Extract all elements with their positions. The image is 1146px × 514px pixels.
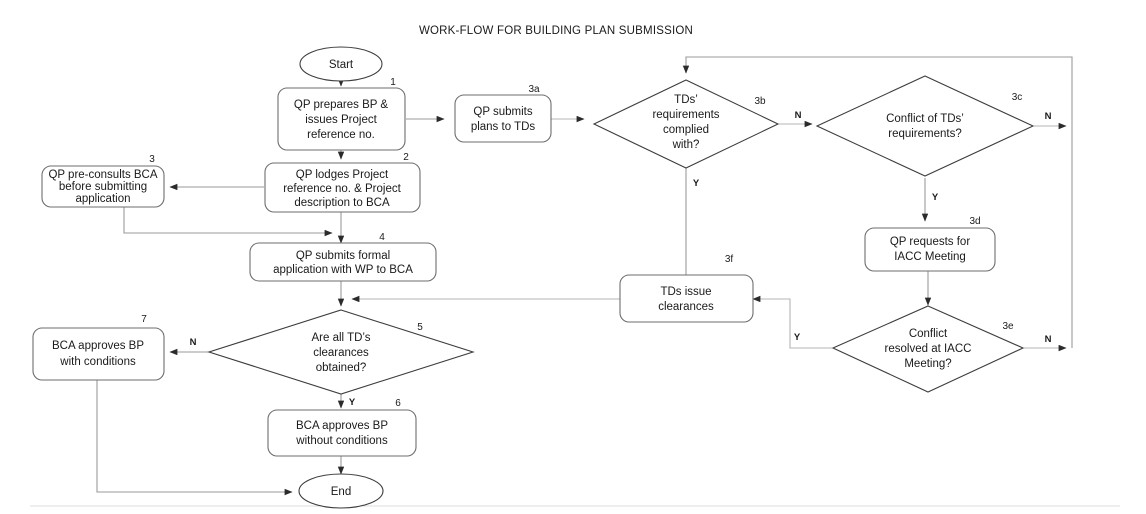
node-3-line1: QP pre-consults BCA [48, 169, 157, 181]
node-3e-line3: Meeting? [904, 358, 951, 370]
node-7[interactable]: 7 BCA approves BP with conditions [32, 314, 165, 381]
branch-5-yes: Y [349, 397, 356, 408]
start-terminator-shape [299, 46, 383, 82]
branch-3b-no: N [795, 110, 802, 121]
node-3d-shape [864, 227, 996, 272]
node-3f-line1: TDs issue [660, 286, 711, 298]
node-3f-tag: 3f [725, 254, 734, 265]
node-3d-line2: IACC Meeting [894, 251, 966, 263]
node-1-line2: issues Project [305, 114, 377, 126]
branch-3b-yes: Y [693, 178, 700, 189]
node-6-shape [267, 409, 417, 457]
node-3e-shape [831, 305, 1025, 393]
node-3c-line1: Conflict of TDs’ [886, 113, 964, 125]
node-3f-shape [619, 274, 754, 323]
node-3-tag: 3 [149, 154, 155, 165]
node-2-line3: description to BCA [294, 197, 390, 209]
node-2-shape [264, 162, 421, 213]
node-1-line3: reference no. [307, 129, 375, 141]
node-3[interactable]: 3 QP pre-consults BCA before submitting … [41, 154, 165, 208]
node-3b-tag: 3b [754, 96, 766, 107]
node-3d-line1: QP requests for [890, 236, 970, 248]
node-7-line2: with conditions [59, 356, 136, 368]
branch-3c-yes: Y [932, 192, 939, 203]
node-3f[interactable]: 3f TDs issue clearances [619, 254, 754, 323]
node-2-tag: 2 [403, 152, 409, 163]
node-3d[interactable]: 3d QP requests for IACC Meeting [864, 216, 996, 272]
branch-3e-no: N [1045, 334, 1052, 345]
node-2-line2: reference no. & Project [283, 183, 401, 195]
node-3c-shape [815, 75, 1035, 177]
node-6[interactable]: 6 BCA approves BP without conditions [267, 398, 417, 457]
edge-7-to-end [96, 380, 293, 496]
node-3c-line2: requirements? [888, 128, 962, 140]
node-6-line2: without conditions [295, 435, 388, 447]
node-1-line1: QP prepares BP & [294, 99, 389, 111]
node-3e-tag: 3e [1002, 321, 1014, 332]
node-4[interactable]: 4 QP submits formal application with WP … [249, 232, 437, 282]
node-4-line2: application with WP to BCA [273, 264, 413, 276]
edge-3-to-4 [123, 206, 333, 237]
node-4-line1: QP submits formal [296, 250, 390, 262]
node-3a-line2: plans to TDs [471, 121, 536, 133]
node-3b-line1: TDs’ [674, 94, 698, 106]
node-1-tag: 1 [390, 77, 396, 88]
node-5-line2: clearances [313, 347, 369, 359]
node-3e[interactable]: 3e Conflict resolved at IACC Meeting? [831, 305, 1025, 393]
node-3b-line3: complied [663, 124, 709, 136]
node-7-line1: BCA approves BP [52, 340, 144, 352]
page-title: WORK-FLOW FOR BUILDING PLAN SUBMISSION [419, 25, 693, 37]
end-label: End [331, 486, 351, 498]
node-4-tag: 4 [379, 232, 385, 243]
node-7-shape [32, 327, 165, 381]
branch-5-no: N [190, 337, 197, 348]
node-3e-line2: resolved at IACC [885, 343, 972, 355]
node-3a[interactable]: 3a QP submits plans to TDs [454, 84, 552, 143]
node-2-line1: QP lodges Project [296, 169, 389, 181]
end-terminator-shape [298, 473, 384, 509]
edge-3e-to-3f [752, 295, 832, 349]
node-2[interactable]: 2 QP lodges Project reference no. & Proj… [264, 152, 421, 213]
node-7-tag: 7 [141, 314, 147, 325]
node-3c[interactable]: 3c Conflict of TDs’ requirements? [815, 75, 1035, 177]
node-3a-line1: QP submits [473, 106, 532, 118]
node-5-shape [207, 309, 475, 395]
node-3c-tag: 3c [1012, 92, 1023, 103]
node-5-line1: Are all TD’s [311, 332, 370, 344]
edge-layer [30, 56, 1120, 507]
branch-3c-no: N [1045, 111, 1052, 122]
node-3-line3: application [76, 193, 131, 205]
node-3a-shape [454, 94, 552, 143]
node-end[interactable]: End [298, 473, 384, 509]
node-5-line3: obtained? [316, 362, 367, 374]
node-3-line2: before submitting [59, 181, 147, 193]
node-6-tag: 6 [395, 398, 401, 409]
node-4-shape [249, 242, 437, 282]
node-3b-line4: with? [672, 139, 700, 151]
node-6-line1: BCA approves BP [296, 420, 388, 432]
node-1[interactable]: 1 QP prepares BP & issues Project refere… [277, 77, 406, 151]
node-3-shape [41, 165, 165, 208]
node-start[interactable]: Start [299, 46, 383, 82]
branch-label-layer: N Y N Y N Y N Y [190, 110, 1052, 408]
node-5-tag: 5 [417, 322, 423, 333]
node-5[interactable]: 5 Are all TD’s clearances obtained? [207, 309, 475, 395]
node-3e-line1: Conflict [909, 328, 948, 340]
node-3f-line2: clearances [658, 301, 714, 313]
node-3d-tag: 3d [969, 216, 980, 227]
start-label: Start [329, 59, 354, 71]
node-3a-tag: 3a [528, 84, 540, 95]
node-3b[interactable]: 3b TDs’ requirements complied with? [592, 79, 780, 169]
node-3b-shape [592, 79, 780, 169]
node-3b-line2: requirements [652, 109, 719, 121]
edge-feedback-to-3b [682, 56, 1073, 126]
branch-3e-yes: Y [794, 332, 801, 343]
node-1-shape [277, 87, 406, 151]
